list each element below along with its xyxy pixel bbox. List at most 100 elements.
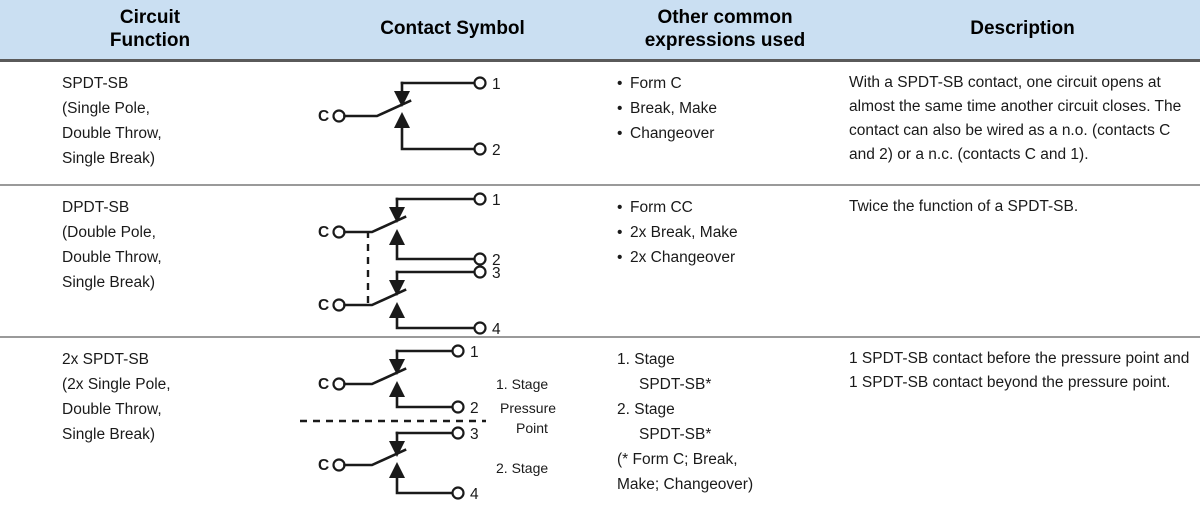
make-arrow-icon	[389, 381, 405, 397]
cell-description: With a SPDT-SB contact, one circuit open…	[845, 62, 1200, 184]
terminal-label-4: 4	[470, 486, 479, 503]
terminal-dot-4	[451, 486, 465, 500]
no-wire	[395, 243, 476, 261]
no-wire	[395, 476, 454, 495]
terminal-label-2: 2	[492, 142, 501, 159]
terminal-dot-c	[332, 225, 346, 239]
break-arrow-icon	[389, 359, 405, 375]
table-row: DPDT-SB (Double Pole, Double Throw, Sing…	[0, 186, 1200, 338]
moving-contact-blade	[343, 448, 407, 467]
function-line: Double Throw,	[62, 401, 162, 418]
column-header-contact-symbol: Contact Symbol	[300, 0, 605, 59]
cell-contact-symbol: C 1 2	[300, 62, 605, 184]
function-line: (Double Pole,	[62, 224, 156, 241]
column-header-description: Description	[845, 0, 1200, 59]
break-arrow-icon	[389, 441, 405, 457]
terminal-label-2: 2	[492, 252, 501, 269]
annotation-stage-1: 1. Stage	[496, 376, 548, 392]
terminal-dot-3	[451, 426, 465, 440]
make-arrow-icon	[389, 229, 405, 245]
terminal-dot-1	[473, 192, 487, 206]
terminal-label-4: 4	[492, 321, 501, 338]
moving-contact-blade	[343, 215, 407, 234]
list-item: 2x Break, Make	[617, 220, 845, 245]
terminal-dot-2	[473, 142, 487, 156]
expression-line: SPDT-SB*	[639, 376, 712, 393]
function-line: Single Break)	[62, 274, 156, 291]
no-wire	[400, 126, 476, 151]
list-item: Form CC	[617, 195, 845, 220]
cell-description: Twice the function of a SPDT-SB.	[845, 186, 1200, 336]
expression-list: Form CC 2x Break, Make 2x Changeover	[617, 195, 845, 270]
cell-other-expressions: Form C Break, Make Changeover	[605, 62, 845, 184]
list-item: 2x Changeover	[617, 245, 845, 270]
column-header-label: Description	[970, 18, 1075, 40]
terminal-dot-1	[451, 344, 465, 358]
cell-other-expressions: Form CC 2x Break, Make 2x Changeover	[605, 186, 845, 336]
terminal-dot-2	[451, 400, 465, 414]
break-arrow-icon	[389, 207, 405, 223]
terminal-dot-c	[332, 458, 346, 472]
cell-contact-symbol: C 1 2 C	[300, 338, 605, 509]
expression-line: 1. Stage	[617, 351, 675, 368]
expression-line: Make; Changeover)	[617, 476, 754, 493]
make-arrow-icon	[389, 302, 405, 318]
terminal-label-c: C	[318, 224, 329, 241]
cell-other-expressions: 1. Stage SPDT-SB* 2. Stage SPDT-SB* (* F…	[605, 338, 845, 509]
terminal-label-1: 1	[492, 192, 501, 209]
function-line: DPDT-SB	[62, 199, 130, 216]
terminal-label-1: 1	[492, 76, 501, 93]
table-row: SPDT-SB (Single Pole, Double Throw, Sing…	[0, 62, 1200, 186]
no-wire	[395, 395, 454, 409]
terminal-dot-c	[332, 109, 346, 123]
terminal-label-3: 3	[492, 265, 501, 282]
moving-contact-blade	[343, 367, 407, 386]
annotation-pressure: Pressure	[500, 400, 556, 416]
function-line: SPDT-SB	[62, 75, 129, 92]
table-row: 2x SPDT-SB (2x Single Pole, Double Throw…	[0, 338, 1200, 509]
terminal-dot-2	[473, 252, 487, 266]
expression-line: (* Form C; Break,	[617, 451, 738, 468]
cell-description: 1 SPDT-SB contact before the pressure po…	[845, 338, 1200, 509]
moving-contact-blade	[343, 288, 407, 307]
make-arrow-icon	[394, 112, 410, 128]
break-arrow-icon	[389, 280, 405, 296]
cell-circuit-function: SPDT-SB (Single Pole, Double Throw, Sing…	[0, 62, 300, 184]
list-item: Changeover	[617, 121, 845, 146]
list-item: Form C	[617, 71, 845, 96]
expression-list: Form C Break, Make Changeover	[617, 71, 845, 146]
function-line: 2x SPDT-SB	[62, 351, 149, 368]
list-item: Break, Make	[617, 96, 845, 121]
cell-circuit-function: 2x SPDT-SB (2x Single Pole, Double Throw…	[0, 338, 300, 509]
make-arrow-icon	[389, 462, 405, 478]
no-wire	[395, 316, 476, 330]
terminal-label-2: 2	[470, 400, 479, 417]
function-line: (2x Single Pole,	[62, 376, 171, 393]
spdt-sb-symbol: C 1 2	[318, 76, 501, 159]
terminal-label-3: 3	[470, 426, 479, 443]
function-line: (Single Pole,	[62, 100, 150, 117]
terminal-dot-3	[473, 265, 487, 279]
description-text: Twice the function of a SPDT-SB.	[849, 198, 1079, 215]
terminal-label-c: C	[318, 297, 329, 314]
description-text: 1 SPDT-SB contact before the pressure po…	[849, 350, 1190, 391]
terminal-dot-4	[473, 321, 487, 335]
terminal-label-1: 1	[470, 344, 479, 361]
terminal-dot-c	[332, 298, 346, 312]
function-line: Double Throw,	[62, 125, 162, 142]
expression-line: SPDT-SB*	[639, 426, 712, 443]
moving-contact-blade	[343, 99, 412, 118]
function-line: Single Break)	[62, 426, 156, 443]
expression-line: 2. Stage	[617, 401, 675, 418]
break-arrow-icon	[394, 91, 410, 107]
dpdt-sb-symbol: C 1 2 C 3	[318, 192, 501, 338]
cell-circuit-function: DPDT-SB (Double Pole, Double Throw, Sing…	[0, 186, 300, 336]
two-stage-spdt-sb-symbol: C 1 2 C	[300, 344, 556, 503]
annotation-point: Point	[516, 420, 548, 436]
terminal-dot-c	[332, 377, 346, 391]
function-line: Single Break)	[62, 150, 156, 167]
